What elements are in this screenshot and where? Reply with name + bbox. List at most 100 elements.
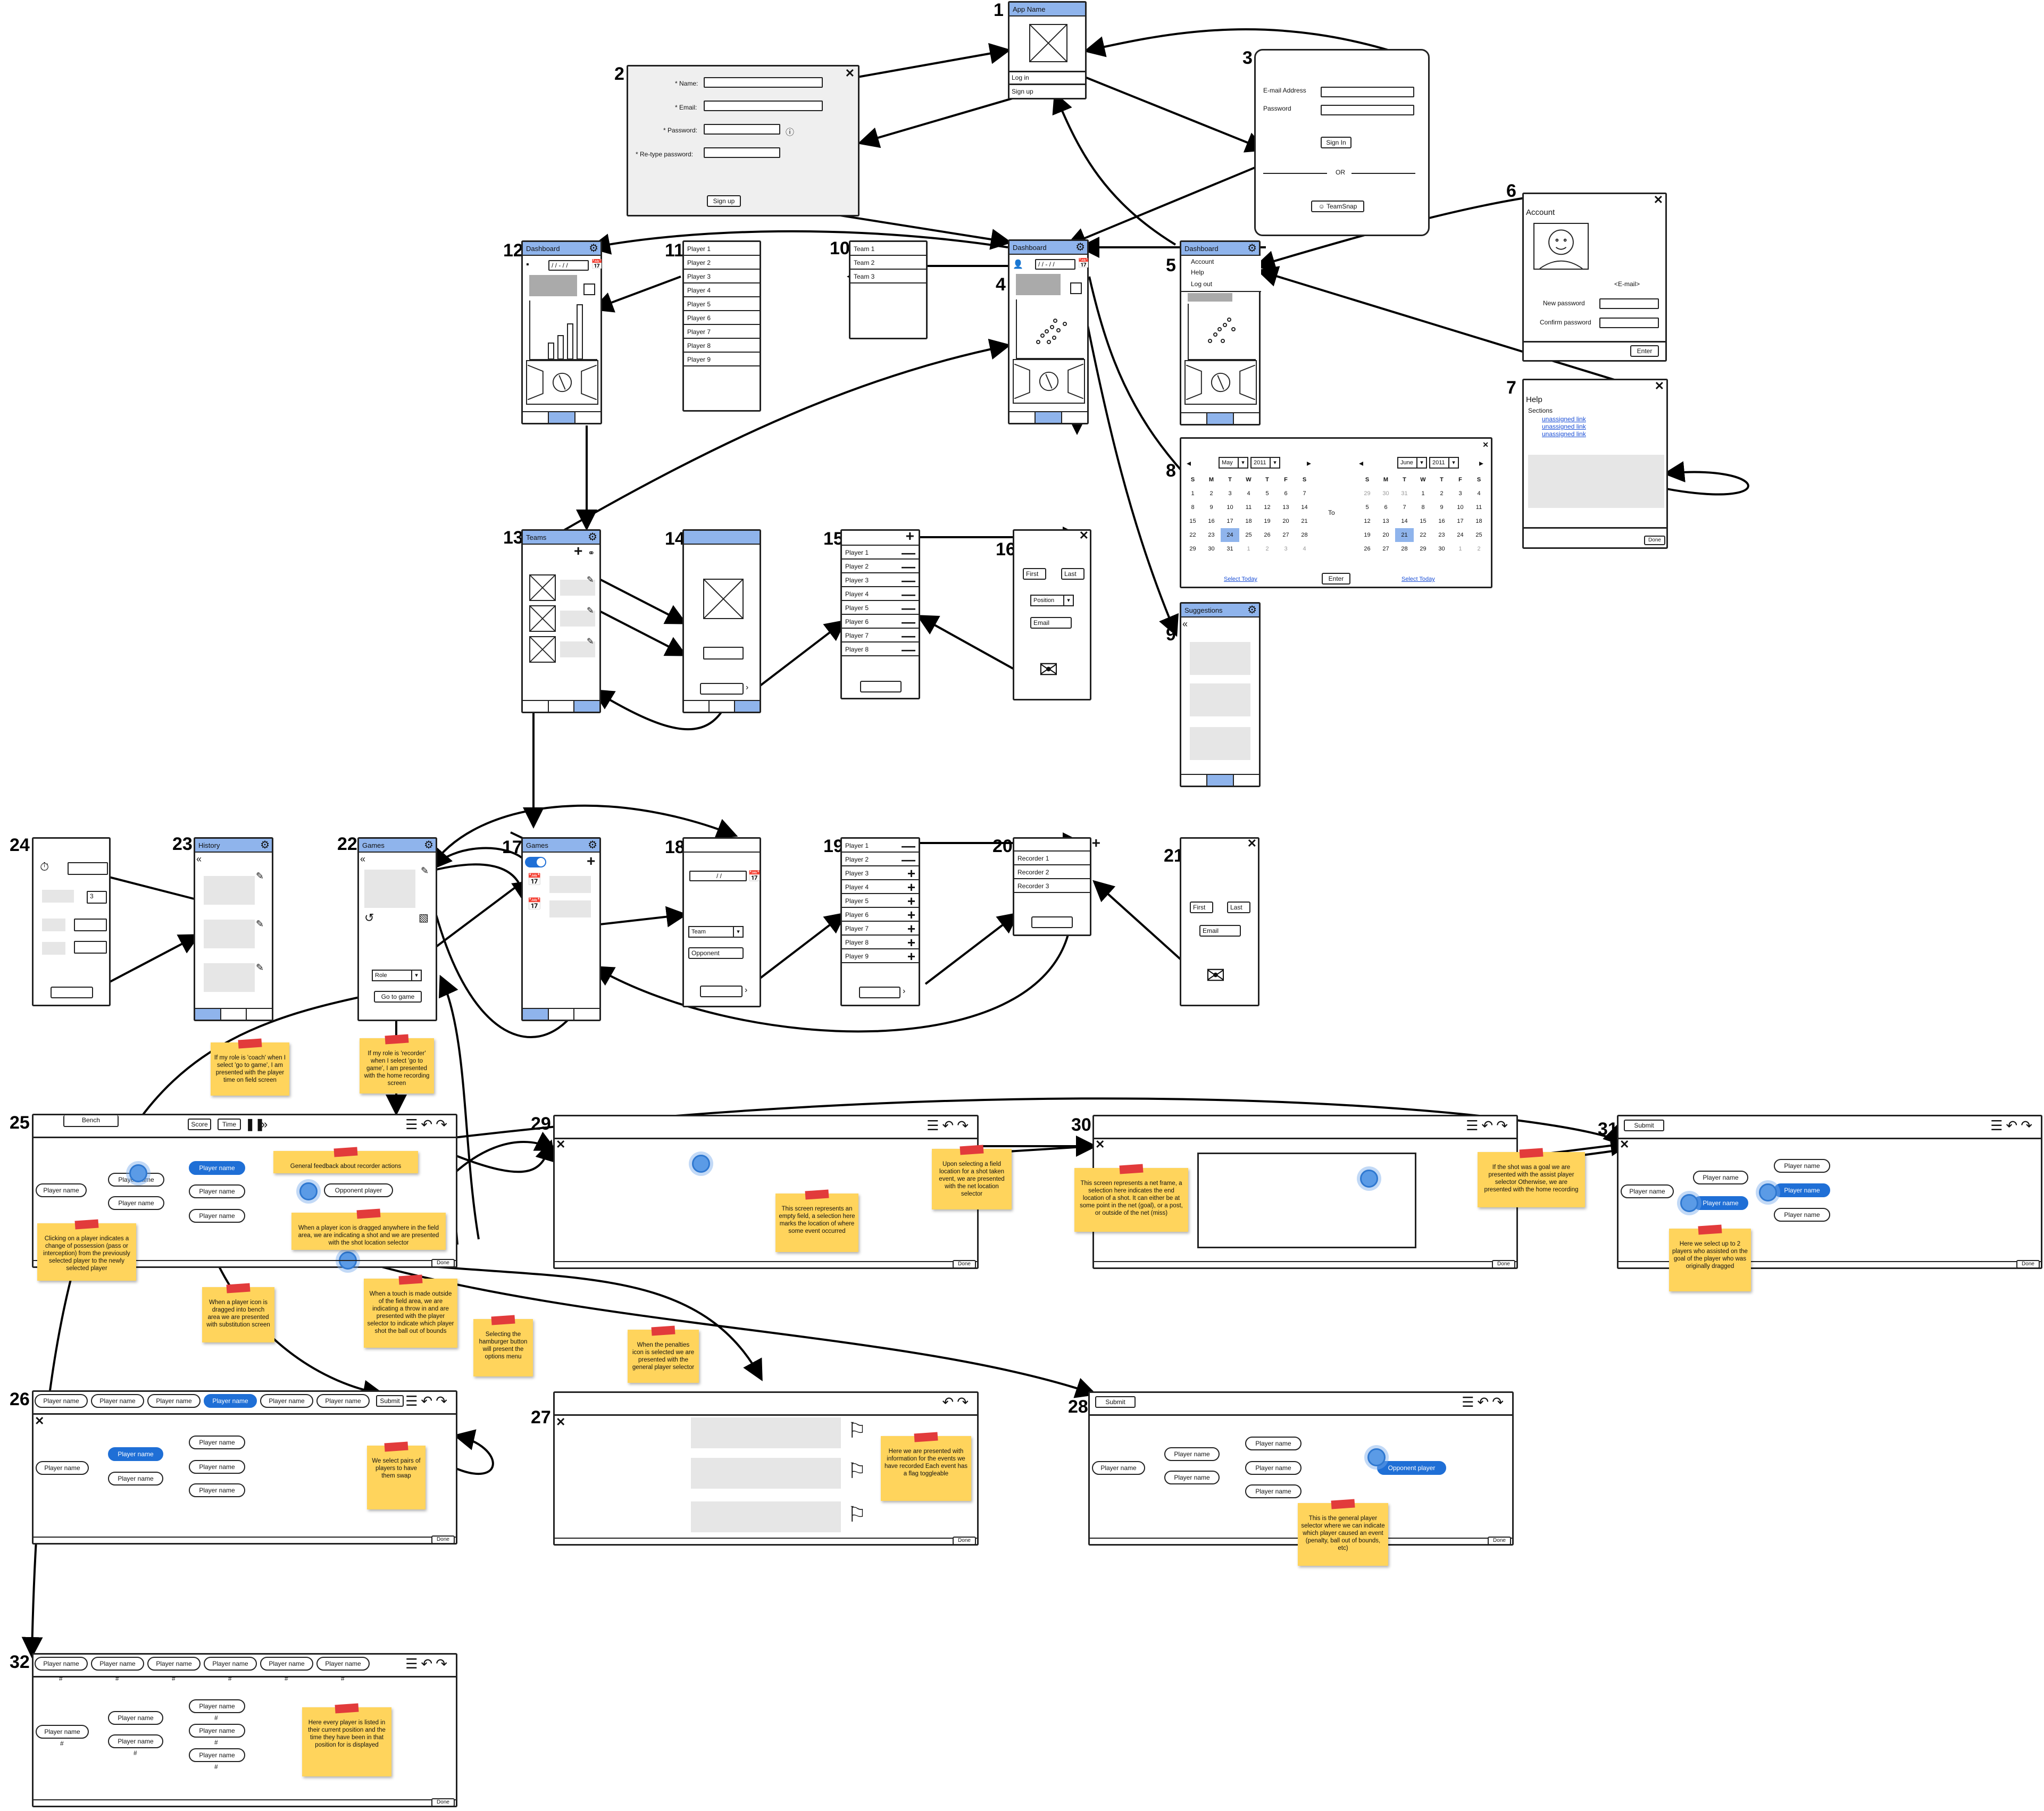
score-button[interactable]: Score: [188, 1119, 211, 1130]
redo-icon[interactable]: ↷: [1496, 1117, 1511, 1133]
list-item[interactable]: Player 4: [684, 283, 760, 297]
calendar-day[interactable]: 4: [1477, 490, 1481, 497]
history-entry[interactable]: [204, 876, 255, 905]
prev-month-icon[interactable]: ◂: [1359, 459, 1364, 468]
home-player[interactable]: Player name: [108, 1472, 163, 1485]
done-button[interactable]: Done: [431, 1535, 455, 1544]
player-tab[interactable]: Player name: [204, 1394, 257, 1408]
suggestion-card[interactable]: [1190, 683, 1250, 716]
add-icon[interactable]: +: [907, 893, 915, 909]
home-player[interactable]: Player name: [189, 1184, 245, 1198]
gear-icon[interactable]: ⚙: [1247, 604, 1257, 616]
list-item[interactable]: Team 1: [850, 242, 926, 256]
calendar-day[interactable]: 23: [1208, 532, 1215, 538]
list-item[interactable]: Team 2: [850, 256, 926, 270]
calendar-day[interactable]: 2: [1440, 490, 1444, 497]
remove-icon[interactable]: —: [902, 838, 915, 854]
edit-icon[interactable]: ✎: [587, 637, 594, 646]
help-icon[interactable]: ⓘ: [786, 128, 795, 137]
calendar-day[interactable]: 16: [1438, 518, 1445, 524]
calendar-day[interactable]: 1: [1247, 546, 1250, 552]
list-item[interactable]: Player 4+: [842, 880, 919, 894]
list-item[interactable]: Team 3: [850, 270, 926, 283]
position-select[interactable]: Position: [1030, 595, 1074, 606]
list-item[interactable]: Player 7: [684, 325, 760, 339]
calendar-icon[interactable]: 📅: [748, 871, 761, 882]
edit-icon[interactable]: ✎: [256, 919, 264, 929]
history-entry[interactable]: [204, 920, 255, 948]
redo-icon[interactable]: ↷: [1492, 1394, 1507, 1410]
calendar-day[interactable]: 14: [1401, 518, 1408, 524]
calendar-day[interactable]: 30: [1208, 546, 1215, 552]
envelope-icon[interactable]: ✉: [1206, 963, 1225, 989]
calendar-day[interactable]: 26: [1264, 532, 1271, 538]
player-tab[interactable]: Player name: [91, 1657, 144, 1671]
close-icon[interactable]: ✕: [35, 1414, 45, 1428]
time-button[interactable]: Time: [218, 1119, 241, 1130]
date-field[interactable]: / /: [689, 871, 747, 881]
list-item[interactable]: Player 3+: [842, 866, 919, 880]
list-item[interactable]: Player 5+: [842, 894, 919, 908]
signin-button[interactable]: Sign In: [1321, 137, 1351, 148]
team-select[interactable]: Team: [688, 926, 744, 938]
edit-icon[interactable]: ✎: [256, 871, 264, 881]
enter-button[interactable]: Enter: [1322, 573, 1350, 585]
remove-icon[interactable]: —: [902, 545, 915, 561]
calendar-day[interactable]: 4: [1303, 546, 1306, 552]
add-icon[interactable]: +: [907, 948, 915, 964]
player-tab[interactable]: Player name: [147, 1394, 201, 1408]
prev-month-icon[interactable]: ◂: [1187, 459, 1191, 468]
calendar-day[interactable]: 1: [1421, 490, 1425, 497]
event-record[interactable]: [691, 1417, 841, 1448]
calendar-day[interactable]: 15: [1189, 518, 1196, 524]
calendar-day[interactable]: 1: [1458, 546, 1462, 552]
calendar-day[interactable]: 16: [1208, 518, 1215, 524]
calendar-day[interactable]: 8: [1191, 504, 1195, 511]
undo-icon[interactable]: ↶: [1481, 1117, 1497, 1133]
calendar-day[interactable]: 13: [1382, 518, 1389, 524]
gear-icon[interactable]: ⚙: [1247, 243, 1257, 254]
calendar-day[interactable]: 25: [1245, 532, 1252, 538]
go-to-game-button[interactable]: Go to game: [374, 991, 422, 1003]
chevron-right-icon[interactable]: ›: [746, 683, 749, 692]
calendar-day[interactable]: 19: [1364, 532, 1371, 538]
list-item[interactable]: Player 6: [684, 311, 760, 325]
next-month-icon[interactable]: ▸: [1307, 459, 1312, 468]
home-player[interactable]: Player name: [1164, 1471, 1220, 1484]
teamsnap-button[interactable]: ☺ TeamSnap: [1311, 201, 1364, 212]
list-item[interactable]: Player 3: [684, 270, 760, 283]
done-button[interactable]: Done: [2016, 1260, 2040, 1268]
link-icon[interactable]: ⚭: [588, 549, 595, 558]
home-player[interactable]: Player name: [1774, 1159, 1830, 1173]
calendar-day[interactable]: 7: [1303, 490, 1306, 497]
event-record[interactable]: [691, 1458, 841, 1489]
player-tab[interactable]: Player name: [91, 1394, 144, 1408]
close-icon[interactable]: ✕: [1079, 529, 1089, 542]
bench-player[interactable]: Player name: [1092, 1461, 1145, 1475]
list-item[interactable]: Player 6—: [842, 615, 919, 629]
event-field[interactable]: [74, 941, 107, 954]
toggle-switch[interactable]: [525, 857, 546, 867]
menu-icon[interactable]: ☰: [1466, 1117, 1482, 1133]
player-tab[interactable]: Player name: [204, 1657, 257, 1671]
event-field[interactable]: [74, 919, 107, 931]
calendar-day[interactable]: 21: [1301, 518, 1308, 524]
home-player[interactable]: Player name: [1164, 1447, 1220, 1461]
first-name-field[interactable]: First: [1190, 902, 1213, 913]
help-link[interactable]: unassigned link: [1542, 423, 1586, 430]
password-field[interactable]: [704, 124, 780, 135]
calendar-day[interactable]: 9: [1440, 504, 1444, 511]
calendar-day[interactable]: 29: [1420, 546, 1426, 552]
calendar-day[interactable]: 2: [1265, 546, 1269, 552]
calendar-day[interactable]: 6: [1384, 504, 1388, 511]
logout-menu-item[interactable]: Log out: [1191, 280, 1213, 288]
home-player[interactable]: Player name: [1774, 1208, 1830, 1222]
calendar-day[interactable]: 15: [1420, 518, 1426, 524]
edit-icon[interactable]: ✎: [421, 865, 429, 876]
opponent-field[interactable]: Opponent: [688, 947, 744, 959]
email-address-field[interactable]: [1321, 87, 1414, 97]
help-link[interactable]: unassigned link: [1542, 430, 1586, 438]
home-player-selected[interactable]: Player name: [108, 1447, 163, 1461]
add-icon[interactable]: +: [574, 543, 583, 559]
redo-icon[interactable]: ↷: [2021, 1117, 2035, 1133]
